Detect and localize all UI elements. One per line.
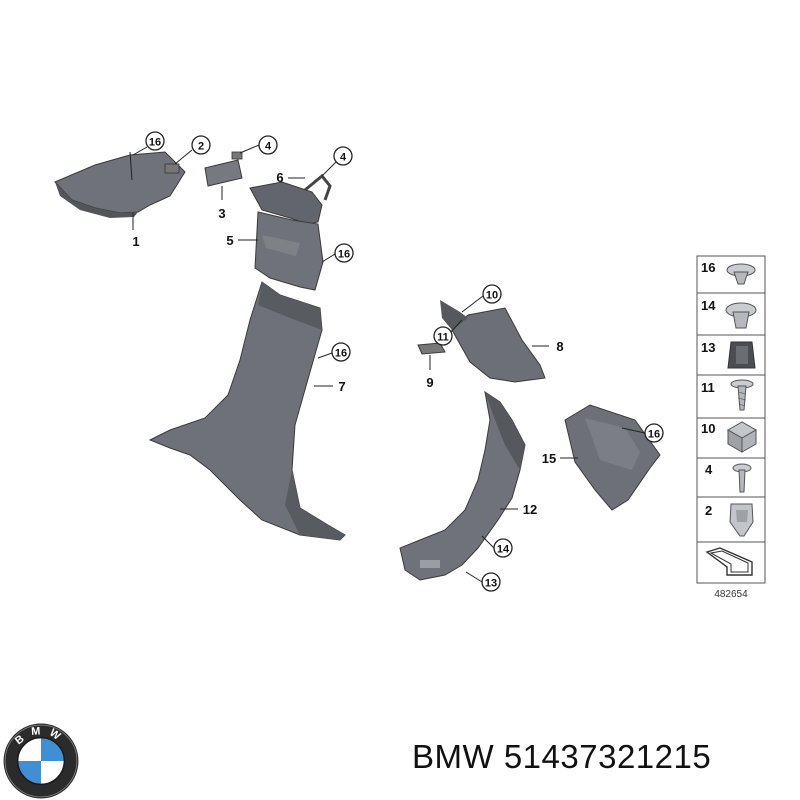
- part-5-b-pillar-upper-trim: [249, 181, 324, 291]
- caption-part-number: 51437321215: [503, 738, 712, 775]
- svg-text:11: 11: [437, 332, 449, 344]
- callout-11: 11: [433, 326, 453, 346]
- legend-item-16: 16: [701, 260, 715, 275]
- part-3-cover: [204, 159, 243, 187]
- svg-text:4: 4: [340, 152, 347, 164]
- callout-16-c: 16: [331, 342, 351, 362]
- callout-15: 15: [542, 451, 556, 466]
- callout-16-a: 16: [145, 131, 165, 151]
- clip-14-icon: [725, 302, 757, 329]
- callout-2: 2: [191, 135, 211, 155]
- callout-13: 13: [481, 572, 501, 592]
- part-9-clip: [417, 342, 446, 355]
- callout-12: 12: [523, 502, 537, 517]
- part-2-clip: [164, 163, 180, 174]
- callout-7: 7: [338, 379, 345, 394]
- callouts: 16 2 4 1 3 6 4 5: [132, 131, 664, 592]
- legend-item-14: 14: [701, 298, 716, 313]
- part-8-c-pillar-upper-trim: [440, 300, 546, 383]
- callout-4-a: 4: [258, 135, 278, 155]
- callout-10: 10: [482, 284, 502, 304]
- callout-6: 6: [276, 170, 283, 185]
- svg-text:16: 16: [149, 137, 161, 149]
- callout-16-d: 16: [644, 423, 664, 443]
- part-7-b-pillar-lower-trim: [148, 281, 346, 541]
- legend-item-10: 10: [701, 421, 715, 436]
- part-1-a-pillar-upper-trim: [54, 151, 186, 218]
- svg-text:4: 4: [265, 141, 272, 153]
- clip-2-icon: [729, 503, 754, 537]
- callout-5: 5: [226, 233, 233, 248]
- part-12-c-pillar-lower-trim: [399, 390, 526, 581]
- callout-3: 3: [218, 206, 225, 221]
- legend-item-13: 13: [701, 340, 715, 355]
- part-15-cover-panel: [564, 404, 661, 511]
- callout-16-b: 16: [334, 243, 354, 263]
- part-caption: BMW 51437321215: [412, 738, 792, 788]
- nut-10-icon: [726, 421, 758, 453]
- callout-4-b: 4: [333, 146, 353, 166]
- svg-text:2: 2: [198, 141, 204, 153]
- svg-text:10: 10: [486, 290, 498, 302]
- part-6-bracket: [304, 173, 332, 201]
- svg-text:16: 16: [335, 348, 347, 360]
- callout-9: 9: [426, 375, 433, 390]
- clip-16-icon: [726, 263, 756, 285]
- part-4-clip-a: [231, 151, 243, 160]
- legend-item-11: 11: [701, 380, 715, 395]
- legend-item-4: 4: [705, 462, 713, 477]
- view-arrow-icon: [705, 547, 753, 576]
- legend-item-2: 2: [705, 503, 712, 518]
- bmw-logo: BMW: [3, 723, 79, 799]
- callout-8: 8: [556, 339, 563, 354]
- svg-text:14: 14: [497, 544, 510, 556]
- diagram-reference: 482654: [714, 589, 748, 600]
- svg-text:16: 16: [648, 429, 660, 441]
- callout-14: 14: [493, 538, 513, 558]
- screw-4-icon: [732, 463, 752, 493]
- fastener-legend: 16 14 13 11 10 4 2: [696, 255, 766, 600]
- svg-text:13: 13: [485, 578, 497, 590]
- clip-13-icon: [727, 341, 756, 369]
- caption-brand: BMW: [412, 738, 495, 775]
- callout-1: 1: [132, 234, 139, 249]
- svg-text:16: 16: [338, 249, 350, 261]
- screw-11-icon: [730, 379, 754, 411]
